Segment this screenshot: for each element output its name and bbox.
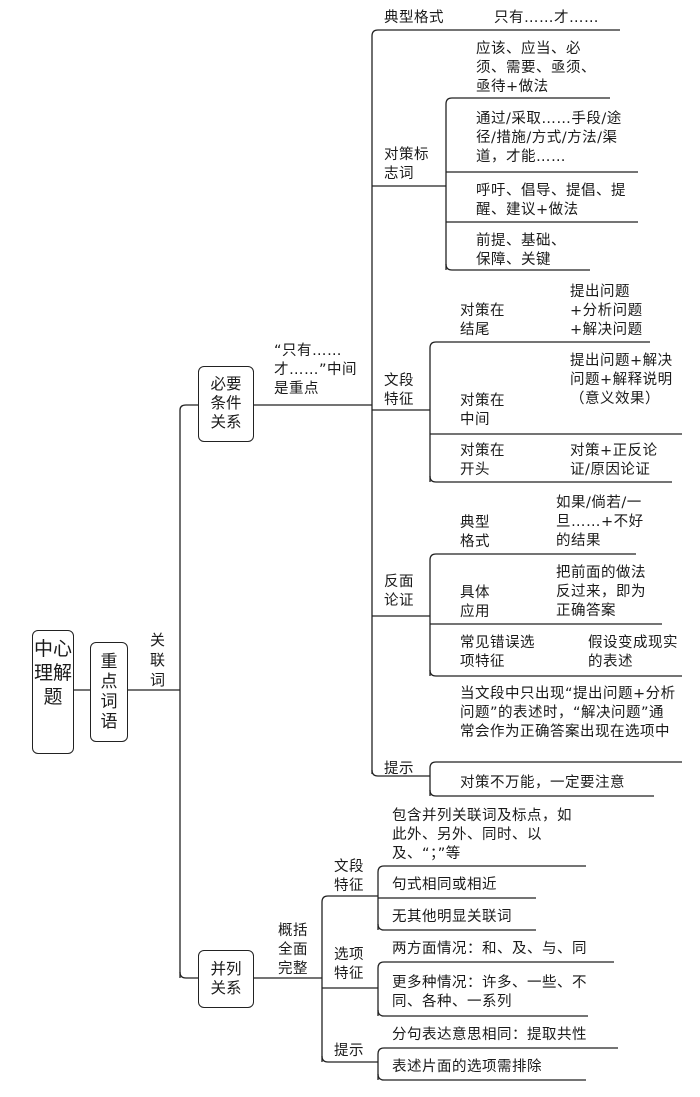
p-feature-item-1-underline: [377, 865, 586, 873]
reverse-1-name: 典型格式: [460, 515, 490, 550]
parallel-label: 并列关系: [210, 960, 242, 997]
reverse-label: 反面论证: [384, 574, 414, 609]
features-label: 文段特征: [384, 373, 414, 408]
level1-box: 重点词语: [90, 642, 128, 742]
reverse-item-1-underline: [429, 553, 636, 561]
p-tips-label: 提示: [334, 1043, 364, 1059]
marker-item-1-underline: [445, 97, 610, 105]
p-tips-underline: [321, 1055, 378, 1063]
feature-1-position: 对策在结尾: [460, 303, 505, 338]
p-option-item-1-underline: [377, 961, 614, 969]
marker-item-4-underline: [445, 263, 590, 271]
reverse-2-name: 具体应用: [460, 585, 490, 620]
p-features-label: 文段特征: [334, 859, 364, 894]
p-option-item-1: 两方面情况：和、及、与、同: [392, 941, 587, 957]
typical-underline: [371, 29, 620, 37]
tip-item-2-underline: [429, 789, 654, 797]
typical-label: 典型格式: [384, 10, 444, 26]
reverse-1-desc: 如果/倘若/一旦……+不好的结果: [556, 495, 644, 549]
feature-3-position: 对策在开头: [460, 443, 505, 478]
root-title: 中心理解题: [33, 638, 72, 708]
feature-2-desc: 提出问题+解决问题+解释说明（意义效果）: [570, 353, 673, 407]
p-feature-item-3-underline: [377, 923, 536, 931]
p-feature-item-2: 句式相同或相近: [392, 877, 497, 893]
feature-2-position: 对策在中间: [460, 393, 505, 428]
p-option-item-2-underline: [377, 1009, 588, 1017]
reverse-2-desc: 把前面的做法反过来，即为正确答案: [556, 565, 646, 619]
tip-item-1: 当文段中只出现“提出问题+分析问题”的表述时，“解决问题”通常会作为正确答案出现…: [460, 686, 676, 740]
p-tip-item-1-underline: [377, 1047, 618, 1055]
level1-label: 重点词语: [100, 652, 118, 732]
tips1-underline: [371, 769, 430, 777]
marker-item-1: 应该、应当、必须、需要、亟须、亟待+做法: [476, 41, 596, 95]
marker-item-4: 前提、基础、保障、关键: [476, 233, 566, 268]
p-tip-item-2: 表述片面的选项需排除: [392, 1059, 542, 1075]
feature-1-desc: 提出问题+分析问题+解决问题: [570, 284, 643, 338]
reverse-3-name: 常见错误选项特征: [460, 635, 535, 670]
p-features-underline: [321, 895, 378, 903]
p-feature-item-1: 包含并列关联词及标点，如此外、另外、同时、以及、“；”等: [392, 808, 572, 862]
necessary-box: 必要条件关系: [198, 366, 254, 442]
reverse-3-desc: 假设变成现实的表述: [588, 635, 678, 670]
feature-item-1-underline: [429, 341, 650, 349]
necessary-label: 必要条件关系: [210, 375, 242, 431]
root-box: 中心理解题: [32, 630, 74, 754]
branch-parallel: [179, 971, 198, 979]
p-option-item-2: 更多种情况：许多、一些、不同、各种、一系列: [392, 975, 587, 1010]
marker-item-3: 呼吁、倡导、提倡、提醒、建议+做法: [476, 183, 626, 218]
feature-3-desc: 对策+正反论证/原因论证: [570, 443, 658, 478]
p-tip-item-2-underline: [377, 1073, 586, 1081]
reverse-item-3-underline: [429, 669, 682, 677]
tip-item-1-underline: [429, 761, 682, 769]
parallel-box: 并列关系: [198, 950, 254, 1008]
p-tip-item-1: 分句表达意思相同：提取共性: [392, 1027, 587, 1043]
necessary-note: “只有……才……”中间是重点: [274, 343, 358, 397]
marker-item-2: 通过/采取……手段/途径/措施/方式/方法/渠道，才能……: [476, 111, 622, 165]
feature-item-3-underline: [429, 475, 672, 483]
tips1-label: 提示: [384, 761, 414, 777]
markers-label: 对策标志词: [384, 147, 429, 182]
connector-label: 关联词: [150, 631, 166, 689]
p-options-label: 选项特征: [334, 947, 364, 982]
branch-necessary: [179, 404, 198, 411]
p-feature-item-3: 无其他明显关联词: [392, 909, 512, 925]
typical-value: 只有……才……: [494, 10, 599, 26]
parallel-note: 概括全面完整: [278, 923, 308, 977]
tip-item-2: 对策不万能，一定要注意: [460, 775, 625, 791]
